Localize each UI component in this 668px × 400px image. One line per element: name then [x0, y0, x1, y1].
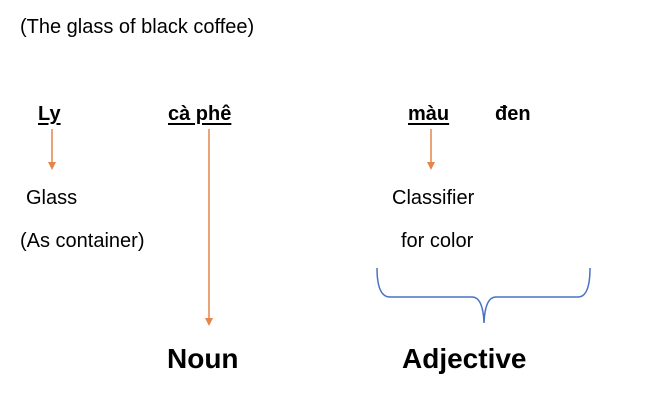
category-adjective: Adjective — [402, 343, 527, 374]
caption: (The glass of black coffee) — [20, 16, 255, 38]
word-ca-phe: cà phê — [168, 103, 232, 125]
gloss-classifier: Classifier — [392, 187, 475, 209]
word-den: đen — [495, 103, 531, 125]
gloss-for-color: for color — [401, 230, 474, 252]
arrow-ly-to-glass — [48, 129, 56, 170]
category-noun: Noun — [167, 343, 239, 374]
gloss-glass: Glass — [26, 187, 78, 209]
word-ly: Ly — [38, 103, 61, 125]
arrow-mau-to-classifier — [427, 129, 435, 170]
gloss-as-container: (As container) — [20, 230, 145, 252]
arrow-ca-phe-to-noun — [205, 129, 213, 326]
adjective-brace — [376, 267, 591, 324]
word-mau: màu — [408, 103, 450, 125]
